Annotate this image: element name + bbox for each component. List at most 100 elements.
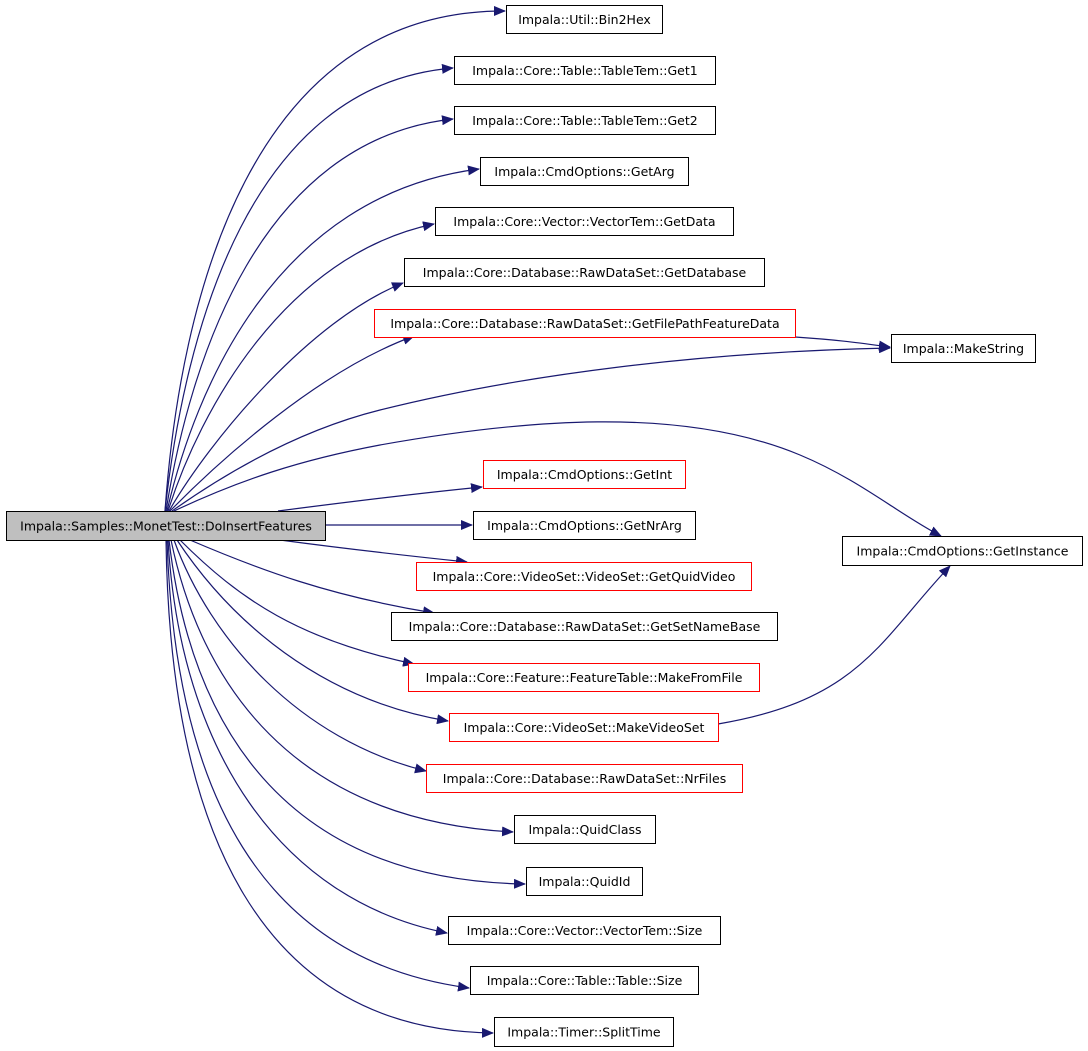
node-label: Impala::Core::Table::TableTem::Get2	[472, 113, 697, 128]
edge-line	[167, 221, 435, 512]
node-label: Impala::Core::VideoSet::VideoSet::GetQui…	[433, 569, 736, 584]
edge-root-to-vsize	[167, 539, 448, 936]
node-box	[435, 207, 734, 236]
edge-root-to-makestring	[171, 343, 891, 512]
node-get2[interactable]: Impala::Core::Table::TableTem::Get2	[454, 106, 716, 135]
node-getsetnamebase[interactable]: Impala::Core::Database::RawDataSet::GetS…	[391, 612, 778, 641]
node-label: Impala::Core::Vector::VectorTem::GetData	[453, 214, 715, 229]
nodes-layer: Impala::Samples::MonetTest::DoInsertFeat…	[6, 5, 1083, 1047]
edge-root-to-makevideoset	[176, 539, 449, 725]
edge-root-to-get1	[164, 63, 454, 512]
node-label: Impala::Core::Table::TableTem::Get1	[472, 63, 697, 78]
node-box	[454, 106, 716, 135]
node-box	[391, 612, 778, 641]
edge-line	[176, 539, 449, 725]
edge-root-to-getfilepath	[169, 335, 415, 512]
edge-line	[166, 165, 480, 512]
node-tsize[interactable]: Impala::Core::Table::Table::Size	[470, 966, 699, 995]
edge-root-to-getarg	[166, 165, 480, 512]
node-getint[interactable]: Impala::CmdOptions::GetInt	[483, 460, 686, 489]
edge-line	[168, 539, 526, 889]
edge-line	[164, 5, 506, 512]
node-splittime[interactable]: Impala::Timer::SplitTime	[494, 1017, 674, 1047]
node-label: Impala::Core::VideoSet::MakeVideoSet	[464, 720, 705, 735]
node-label: Impala::QuidId	[539, 874, 631, 889]
node-label: Impala::Util::Bin2Hex	[518, 12, 651, 27]
node-box	[526, 867, 643, 896]
edge-line	[167, 539, 448, 936]
node-label: Impala::Core::Vector::VectorTem::Size	[467, 923, 703, 938]
node-label: Impala::MakeString	[903, 341, 1024, 356]
edges-layer	[164, 5, 951, 1038]
node-box	[470, 966, 699, 995]
edge-line	[166, 539, 470, 992]
node-box	[842, 536, 1083, 566]
node-makestring[interactable]: Impala::MakeString	[891, 334, 1036, 363]
node-label: Impala::Core::Database::RawDataSet::GetF…	[390, 316, 779, 331]
node-makevideoset[interactable]: Impala::Core::VideoSet::MakeVideoSet	[449, 713, 719, 742]
node-getinstance[interactable]: Impala::CmdOptions::GetInstance	[842, 536, 1083, 566]
node-box	[891, 334, 1036, 363]
edge-root-to-getdatabase	[168, 282, 404, 512]
edge-line	[173, 539, 427, 774]
node-box	[6, 511, 326, 541]
node-vsize[interactable]: Impala::Core::Vector::VectorTem::Size	[448, 916, 721, 945]
edge-line	[179, 539, 415, 667]
node-root[interactable]: Impala::Samples::MonetTest::DoInsertFeat…	[6, 511, 326, 541]
node-box	[483, 460, 686, 489]
edge-line	[189, 539, 435, 617]
edge-root-to-bin2hex	[164, 5, 506, 512]
edge-line	[168, 282, 404, 512]
edge-line	[170, 539, 514, 837]
node-makefromfile[interactable]: Impala::Core::Feature::FeatureTable::Mak…	[408, 663, 760, 692]
node-label: Impala::CmdOptions::GetInstance	[857, 544, 1069, 559]
node-quidclass[interactable]: Impala::QuidClass	[514, 815, 656, 844]
node-nrfiles[interactable]: Impala::Core::Database::RawDataSet::NrFi…	[426, 764, 743, 793]
edge-line	[717, 565, 951, 725]
edge-line	[164, 63, 454, 512]
edge-line	[173, 421, 942, 537]
edge-root-to-tsize	[166, 539, 470, 992]
edge-root-to-getinstance	[173, 421, 942, 537]
node-quidid[interactable]: Impala::QuidId	[526, 867, 643, 896]
edge-line	[794, 336, 891, 351]
edge-root-to-splittime	[165, 539, 494, 1038]
node-box	[494, 1017, 674, 1047]
node-getdata[interactable]: Impala::Core::Vector::VectorTem::GetData	[435, 207, 734, 236]
edge-line	[165, 539, 494, 1038]
edge-line	[165, 115, 454, 512]
node-getquidvideo[interactable]: Impala::Core::VideoSet::VideoSet::GetQui…	[416, 562, 752, 591]
node-box	[374, 309, 796, 338]
node-label: Impala::Core::Database::RawDataSet::GetS…	[409, 619, 761, 634]
node-label: Impala::CmdOptions::GetInt	[497, 467, 672, 482]
node-getnrarg[interactable]: Impala::CmdOptions::GetNrArg	[473, 511, 696, 540]
edge-root-to-getquidvideo	[279, 539, 468, 566]
node-box	[480, 157, 689, 186]
edge-line	[171, 343, 891, 512]
node-box	[506, 5, 663, 34]
edge-root-to-quidid	[168, 539, 526, 889]
node-label: Impala::Timer::SplitTime	[507, 1025, 661, 1040]
node-getfilepath[interactable]: Impala::Core::Database::RawDataSet::GetF…	[374, 309, 796, 338]
edge-root-to-quidclass	[170, 539, 514, 837]
edge-root-to-getint	[277, 483, 483, 512]
node-bin2hex[interactable]: Impala::Util::Bin2Hex	[506, 5, 663, 34]
node-getarg[interactable]: Impala::CmdOptions::GetArg	[480, 157, 689, 186]
node-label: Impala::QuidClass	[528, 822, 641, 837]
edge-root-to-get2	[165, 115, 454, 512]
edge-line	[169, 335, 415, 512]
node-getdatabase[interactable]: Impala::Core::Database::RawDataSet::GetD…	[404, 258, 765, 287]
edge-root-to-nrfiles	[173, 539, 427, 774]
node-box	[416, 562, 752, 591]
edge-root-to-makefromfile	[179, 539, 415, 667]
node-get1[interactable]: Impala::Core::Table::TableTem::Get1	[454, 56, 716, 85]
node-box	[408, 663, 760, 692]
edge-makevideoset-to-getinstance	[717, 565, 951, 725]
edge-root-to-getdata	[167, 221, 435, 512]
edge-root-to-getsetnamebase	[189, 539, 435, 617]
edge-line	[279, 539, 468, 566]
node-box	[404, 258, 765, 287]
node-label: Impala::Core::Database::RawDataSet::GetD…	[423, 265, 747, 280]
node-box	[473, 511, 696, 540]
